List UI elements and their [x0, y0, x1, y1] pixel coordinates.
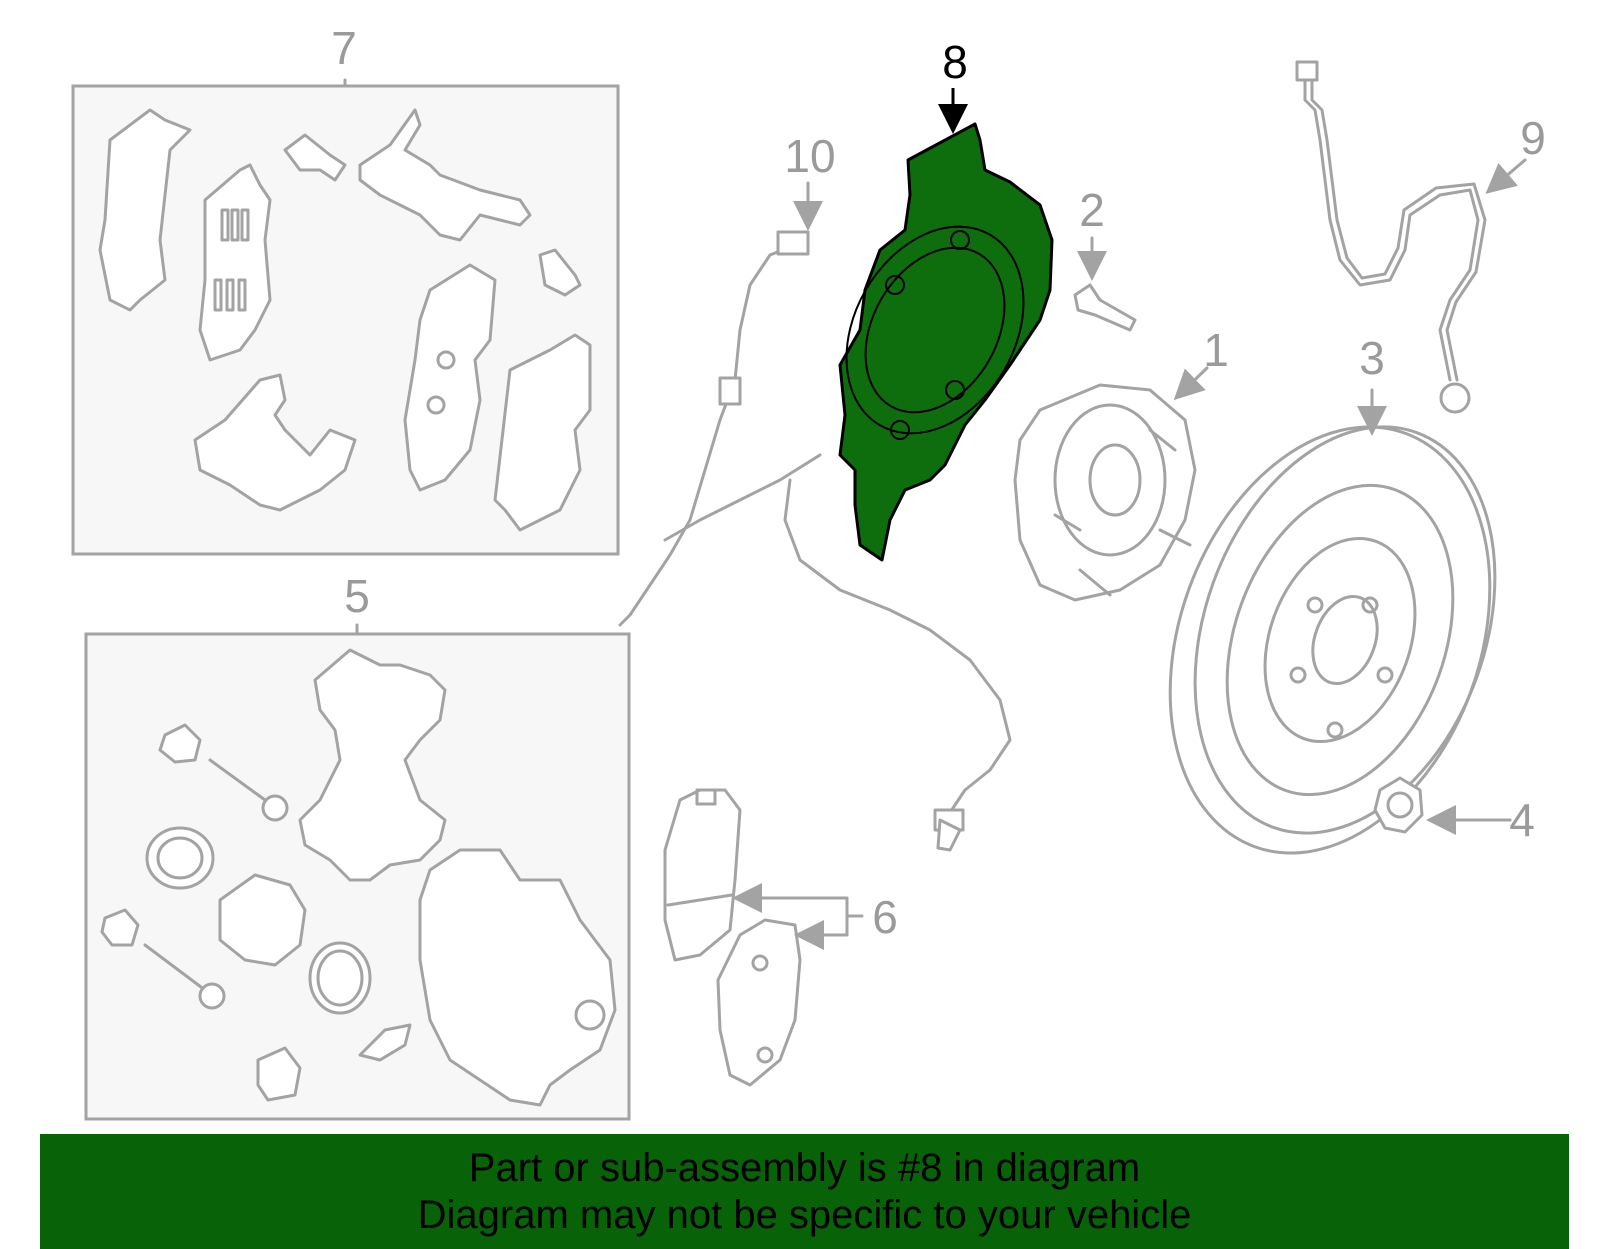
leader-lines — [732, 88, 1527, 950]
notice-banner: Part or sub-assembly is #8 in diagram Di… — [40, 1134, 1569, 1249]
callout-8: 8 — [942, 36, 968, 88]
callout-10: 10 — [784, 130, 835, 182]
splash-shield-part-8 — [838, 122, 1054, 562]
callout-3: 3 — [1359, 332, 1385, 384]
callout-9: 9 — [1520, 112, 1546, 164]
callout-1: 1 — [1203, 324, 1229, 376]
hub-nut-part-4 — [1373, 776, 1424, 834]
callout-7: 7 — [331, 22, 357, 74]
wheel-hub-part-1 — [1013, 383, 1197, 602]
callout-2: 2 — [1079, 184, 1105, 236]
hardware-kit-box — [71, 78, 620, 556]
callout-4: 4 — [1509, 794, 1535, 846]
caliper-assembly-box — [84, 623, 631, 1121]
wheel-stud-part-2 — [1073, 283, 1137, 332]
callout-6: 6 — [872, 891, 898, 943]
abs-sensor-wire — [618, 230, 1012, 852]
brake-pads-part-6 — [663, 788, 802, 1087]
callout-5: 5 — [344, 570, 370, 622]
brake-hose-part-9 — [1295, 60, 1487, 414]
banner-line-1: Part or sub-assembly is #8 in diagram — [468, 1145, 1141, 1190]
banner-line-2: Diagram may not be specific to your vehi… — [417, 1192, 1192, 1237]
brake-rotor-part-3 — [1168, 425, 1497, 855]
